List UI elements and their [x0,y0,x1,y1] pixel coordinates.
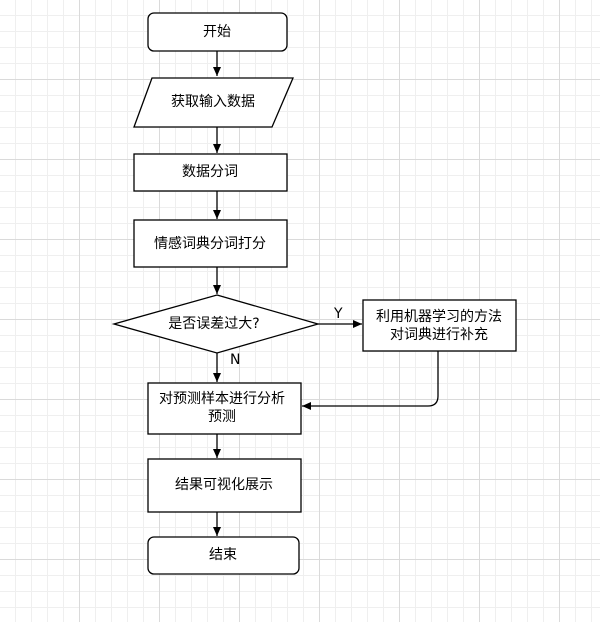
flowchart-edges [213,51,439,536]
decision-node-label: 是否误差过大? [168,316,259,332]
yes-label: Y [333,306,343,322]
tokenize-node: 数据分词 [133,153,288,192]
start-node-label: 开始 [203,24,231,40]
decision-node: 是否误差过大? [111,294,321,354]
tokenize-node-label: 数据分词 [182,164,238,180]
analyze-predict-node-line-2: 预测 [208,409,236,425]
start-node: 开始 [147,12,288,52]
sentiment-score-node-label: 情感词典分词打分 [154,235,266,252]
analyze-predict-node: 对预测样本进行分析 预测 [147,382,302,435]
end-node: 结束 [147,536,300,575]
ml-supplement-node: 利用机器学习的方法 对词典进行补充 [362,299,517,352]
no-label: N [230,352,240,368]
analyze-predict-node-line-1: 对预测样本进行分析 [159,391,285,407]
visualize-node-label: 结果可视化展示 [175,477,273,493]
ml-supplement-node-line-1: 利用机器学习的方法 [376,309,502,325]
ml-supplement-node-line-2: 对词典进行补充 [390,327,488,343]
input-data-node-label: 获取输入数据 [171,94,255,110]
edge-supplement-to-analyze [302,351,439,410]
input-data-node: 获取输入数据 [133,77,294,128]
end-node-label: 结束 [209,547,237,563]
sentiment-score-node: 情感词典分词打分 [133,219,288,268]
visualize-node: 结果可视化展示 [147,458,302,513]
